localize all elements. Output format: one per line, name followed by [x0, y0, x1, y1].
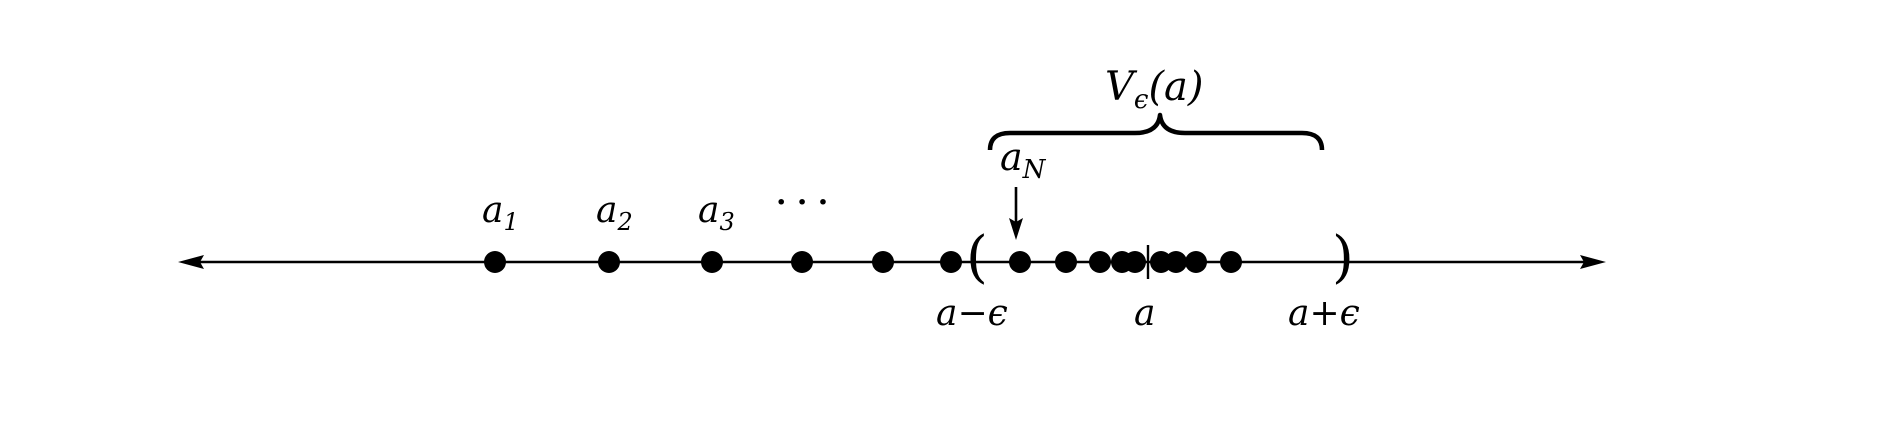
sequence-point-aN: [1009, 251, 1031, 273]
left-arrowhead: [178, 255, 204, 269]
aN-label-sub: N: [1022, 155, 1047, 185]
sequence-point: [1055, 251, 1077, 273]
left-paren: (: [966, 225, 988, 290]
right-paren: ): [1332, 225, 1354, 290]
right-arrowhead: [1580, 255, 1606, 269]
seq-label-a3: a3: [698, 190, 735, 236]
ellipsis: · · ·: [776, 185, 828, 220]
sequence-point: [1124, 251, 1146, 273]
seq-label-a3-sub: 3: [719, 208, 734, 236]
neighborhood-label-sub: ϵ: [1134, 85, 1149, 115]
sequence-point: [1185, 251, 1207, 273]
left-endpoint-label: a−ϵ: [936, 293, 1008, 334]
sequence-point: [940, 251, 962, 273]
sequence-point: [484, 251, 506, 273]
sequence-points: [484, 251, 1242, 273]
sequence-point: [872, 251, 894, 273]
seq-label-a2-base: a: [596, 190, 617, 231]
right-endpoint-label: a+ϵ: [1288, 293, 1360, 334]
sequence-point: [1089, 251, 1111, 273]
seq-label-a1-base: a: [482, 190, 503, 231]
seq-label-a1-sub: 1: [503, 208, 518, 236]
neighborhood-brace: [987, 112, 1325, 151]
aN-label: aN: [1000, 135, 1047, 185]
aN-arrow-head: [1009, 218, 1023, 240]
seq-label-a1: a1: [482, 190, 519, 236]
seq-label-a2: a2: [596, 190, 633, 236]
seq-label-a2-sub: 2: [616, 208, 632, 236]
neighborhood-label-rest: (a): [1148, 64, 1203, 110]
sequence-point: [598, 251, 620, 273]
sequence-point: [791, 251, 813, 273]
seq-label-a3-base: a: [698, 190, 719, 231]
neighborhood-label: Vϵ(a): [1105, 64, 1204, 115]
neighborhood-label-base: V: [1105, 64, 1138, 110]
sequence-point: [1165, 251, 1187, 273]
sequence-point: [1220, 251, 1242, 273]
center-label: a: [1134, 293, 1155, 334]
aN-label-base: a: [1000, 135, 1023, 179]
sequence-point: [701, 251, 723, 273]
